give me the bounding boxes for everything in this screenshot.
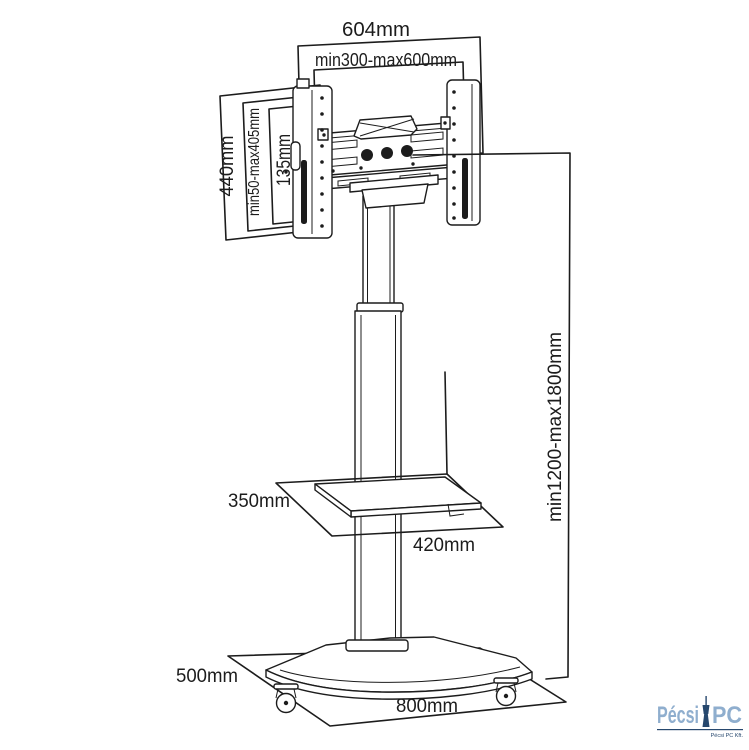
rail-slot — [301, 160, 307, 224]
dim-label-base-depth: 500mm — [176, 666, 238, 687]
dim-label-shelf-width: 420mm — [413, 535, 475, 556]
logo-text-pc: PC — [712, 702, 742, 729]
base-pole-collar — [345, 639, 409, 652]
vesa-hole — [381, 147, 393, 159]
vesa-hole — [361, 149, 373, 161]
crossbar-slot — [410, 131, 444, 143]
base-front-edge — [265, 669, 533, 700]
pole — [354, 195, 404, 651]
shelf — [275, 371, 504, 537]
dim-label-base-width: 800mm — [396, 696, 458, 717]
vesa-hole — [401, 145, 413, 157]
shelf-extension-line — [444, 371, 448, 475]
mount-assembly — [284, 78, 481, 239]
mount-hanger-plate — [349, 174, 439, 193]
rail-slot — [462, 158, 468, 219]
dim-label-mount-width: min300-max600mm — [315, 50, 457, 70]
dim-label-bracket-height: 440mm — [217, 136, 238, 197]
dimension-labels: 604mm min300-max600mm 440mm min50-max405… — [176, 19, 566, 717]
dim-label-column-height: min1200-max1800mm — [545, 332, 566, 522]
base — [265, 636, 533, 714]
screw-dots — [284, 90, 456, 228]
watermark-logo: Pécsi PC Pécsi PC Kft. — [657, 696, 743, 739]
shelf-support-bracket — [447, 503, 465, 517]
logo-underline — [657, 729, 743, 731]
logo-text-pecsi: Pécsi — [657, 702, 699, 729]
dim-label-shelf-depth: 350mm — [228, 491, 290, 512]
mount-ink-details — [284, 90, 468, 228]
dim-label-vesa-height: min50-max405mm — [246, 108, 263, 216]
dim-label-inner-height: 135mm — [274, 134, 295, 186]
caster-right — [493, 677, 519, 707]
logo-subtext: Pécsi PC Kft. — [711, 733, 744, 739]
mount-right-rail — [440, 79, 481, 226]
height-dimension-line — [412, 152, 571, 680]
dim-quad-shelf — [275, 473, 504, 537]
tv-tower-icon — [702, 696, 710, 727]
dim-label-top-width: 604mm — [342, 19, 410, 41]
mount-left-rail — [290, 78, 333, 239]
caster-left — [273, 683, 299, 714]
